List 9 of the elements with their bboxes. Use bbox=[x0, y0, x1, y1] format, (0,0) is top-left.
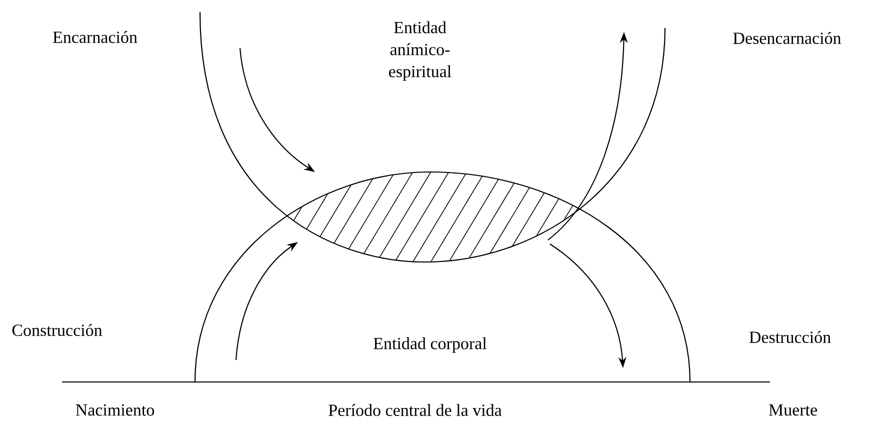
label: Período central de la vida bbox=[328, 404, 502, 416]
label: Muerte bbox=[768, 404, 817, 416]
label: Entidad corporal bbox=[374, 337, 487, 353]
label: Entidad anímico-espiritual bbox=[389, 21, 452, 81]
label: Destrucción bbox=[749, 331, 831, 343]
label: Construcción bbox=[12, 324, 102, 336]
label: Nacimiento bbox=[76, 404, 154, 416]
label: Encarnación bbox=[53, 31, 138, 43]
label: Desencarnación bbox=[733, 32, 842, 44]
